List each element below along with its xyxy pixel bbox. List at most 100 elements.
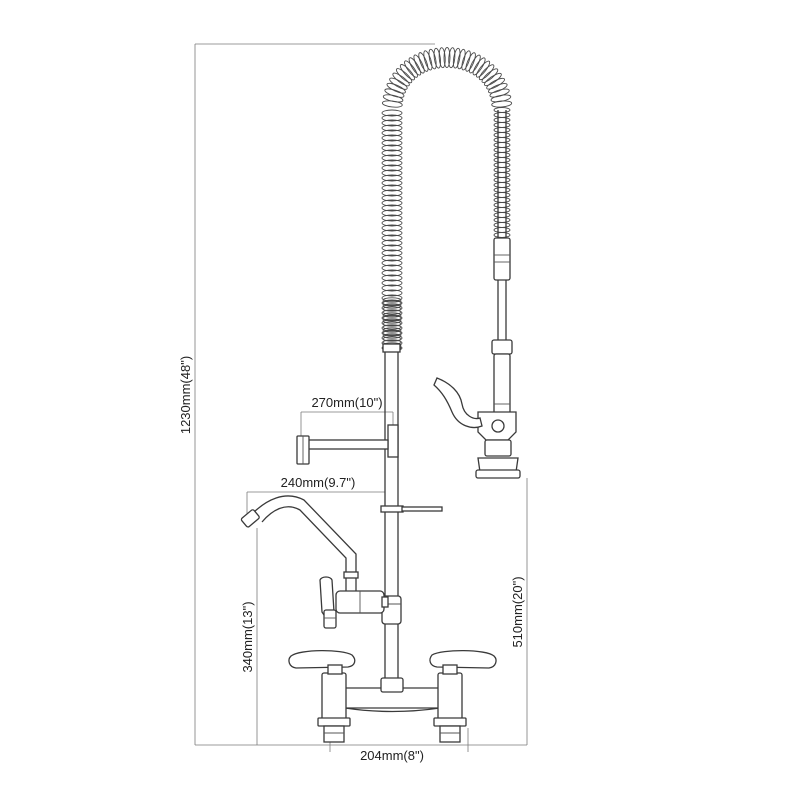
spring-coil-loop	[493, 222, 511, 228]
spring-coil-loop	[481, 68, 499, 83]
spring-coil-loop	[491, 100, 513, 108]
spring-coil-loop	[493, 137, 511, 143]
spring-coil-loop	[469, 54, 481, 74]
spring-coil-loop	[493, 157, 511, 163]
dim-spray-height: 510mm(20")	[468, 478, 528, 746]
spring-coil-loop	[381, 164, 403, 172]
deck-mount-base	[288, 649, 497, 743]
spray-height-label: 510mm(20")	[510, 576, 525, 647]
spring-coil-loop	[418, 52, 429, 72]
spring-coil-loop	[381, 189, 403, 197]
spring-coil-loop	[382, 312, 402, 318]
spring-coil-loop	[461, 50, 471, 71]
riser-tube	[380, 343, 443, 688]
spring-coil-loop	[381, 149, 403, 157]
spring-coil-loop	[489, 88, 510, 98]
spring-coil-loop	[423, 50, 433, 71]
dim-total-height: 1230mm(48")	[178, 43, 435, 746]
spring-coil-loop	[384, 88, 405, 98]
spring-coil-loop	[443, 47, 451, 68]
spring-coil-loop	[381, 289, 403, 297]
spring-coil-loop	[382, 297, 402, 303]
spring-coil-loop	[452, 47, 461, 69]
spring-coil-loop	[457, 48, 466, 70]
spring-coil-loop	[382, 315, 402, 321]
spring-coil-loop	[493, 202, 511, 208]
spout-height-label: 340mm(13")	[240, 601, 255, 672]
spring-coil-loop	[484, 72, 502, 87]
spring-coil-loop	[493, 207, 511, 213]
spring-coil-loop	[381, 154, 403, 162]
spring-coil-loop	[382, 330, 402, 336]
spring-coil-loop	[386, 82, 406, 94]
spring-coil-loop	[493, 112, 511, 118]
spring-coil-loop	[493, 227, 511, 233]
spring-coil-loop	[493, 192, 511, 198]
spring-coil-loop	[382, 333, 402, 339]
spring-coil-loop	[381, 259, 403, 267]
pre-rinse-spring-coil	[381, 47, 513, 352]
spring-coil-loop	[389, 77, 408, 90]
spring-coil-loop	[478, 64, 495, 81]
dim-spout-reach: 240mm(9.7")	[246, 475, 386, 515]
spring-coil-loop	[488, 83, 508, 94]
spring-coil-loop	[486, 77, 505, 90]
spring-coil-loop	[381, 114, 403, 122]
spring-coil-loop	[381, 169, 403, 177]
spring-coil-loop	[381, 249, 403, 257]
spring-coil-loop	[382, 94, 404, 103]
spring-coil-loop	[404, 60, 418, 78]
add-on-swing-spout	[240, 495, 389, 629]
centers-label: 204mm(8")	[360, 748, 424, 763]
spring-coil-loop	[381, 234, 403, 242]
dim-spout-height: 340mm(13")	[240, 528, 258, 745]
spring-coil-loop	[493, 122, 511, 128]
spring-coil-loop	[382, 306, 402, 312]
spring-coil-loop	[381, 174, 403, 182]
spring-coil-loop	[381, 329, 403, 337]
spring-coil-loop	[448, 47, 456, 69]
spring-coil-loop	[381, 179, 403, 187]
spring-coil-loop	[408, 57, 422, 76]
spring-coil-loop	[381, 314, 403, 322]
spring-coil-loop	[381, 124, 403, 132]
spring-coil-loop	[382, 300, 402, 306]
spring-coil-loop	[493, 182, 511, 188]
spring-coil-loop	[493, 132, 511, 138]
spring-coil-loop	[381, 279, 403, 287]
spring-coil-loop	[493, 117, 511, 123]
spring-coil-loop	[493, 147, 511, 153]
spring-coil-loop	[381, 284, 403, 292]
spring-coil-loop	[433, 47, 442, 69]
spring-coil-loop	[493, 167, 511, 173]
spring-coil-loop	[493, 197, 511, 203]
spring-coil-loop	[493, 127, 511, 133]
spring-coil-loop	[382, 327, 402, 333]
spring-coil-loop	[381, 209, 403, 217]
spring-coil-loop	[428, 48, 437, 70]
spring-coil-loop	[381, 119, 403, 127]
spring-coil-loop	[493, 172, 511, 178]
spring-coil-loop	[493, 107, 511, 113]
spring-coil-loop	[493, 217, 511, 223]
spring-coil-loop	[382, 336, 402, 342]
spring-coil-loop	[381, 254, 403, 262]
spring-coil-loop	[381, 134, 403, 142]
pre-rinse-spray-head	[433, 110, 521, 479]
spring-coil-loop	[381, 144, 403, 152]
spring-coil-loop	[395, 68, 413, 84]
spring-coil-loop	[382, 303, 402, 309]
spring-coil-loop	[465, 52, 476, 72]
spring-coil-loop	[493, 177, 511, 183]
spring-coil-loop	[399, 64, 415, 81]
spring-coil-loop	[382, 318, 402, 324]
spring-coil-loop	[381, 204, 403, 212]
spring-coil-loop	[475, 60, 491, 78]
spring-coil-loop	[493, 187, 511, 193]
spring-coil-loop	[382, 321, 402, 327]
spring-coil-loop	[381, 244, 403, 252]
spring-coil-loop	[381, 274, 403, 282]
spring-coil-loop	[381, 219, 403, 227]
spring-coil-loop	[381, 299, 403, 307]
